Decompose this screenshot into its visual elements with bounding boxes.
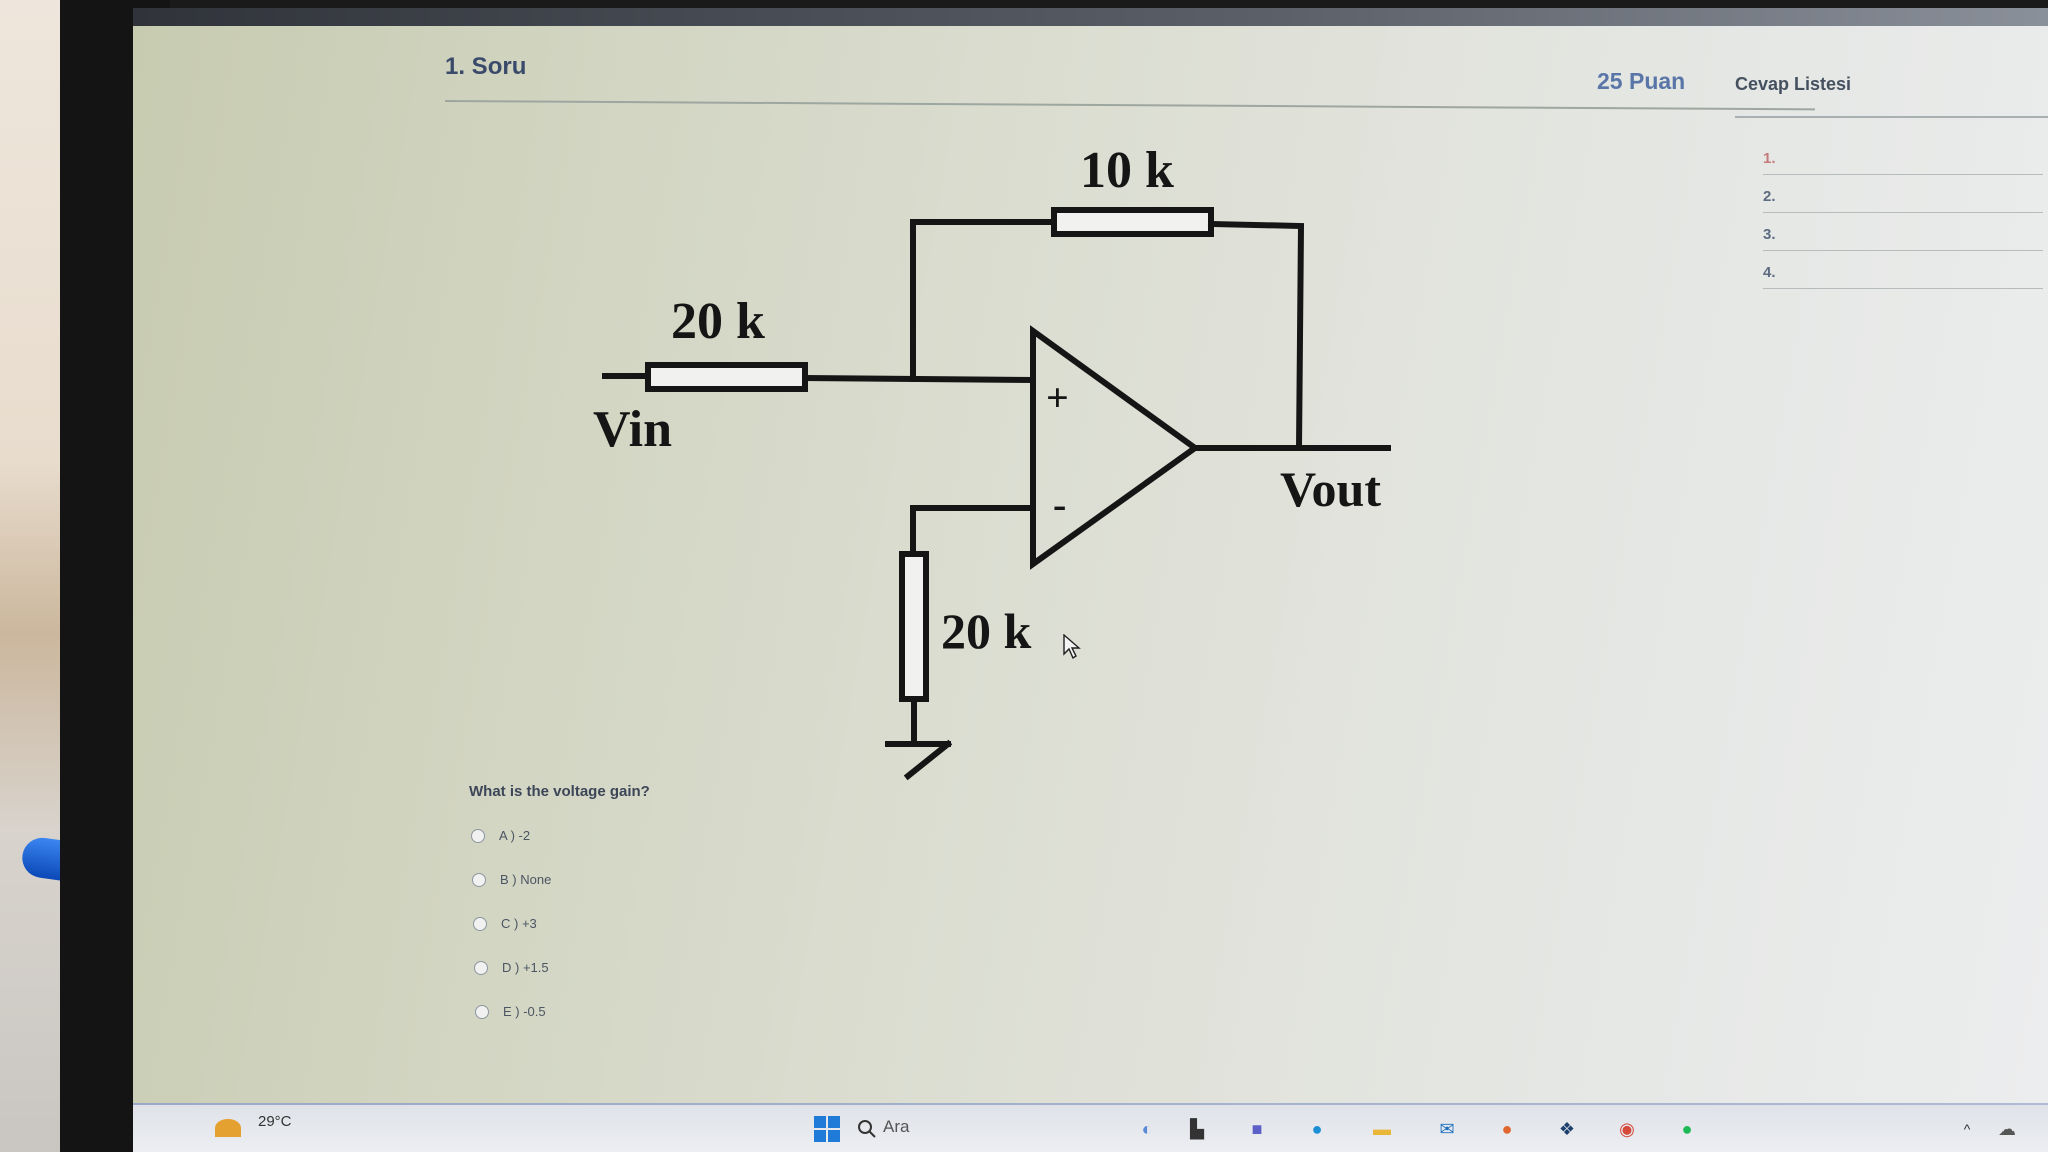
option-a[interactable]: A ) -2 [471,828,530,843]
option-e[interactable]: E ) -0.5 [475,1004,546,1019]
option-label: B ) None [500,872,552,887]
feedback-resistor-label: 10 k [1080,142,1174,199]
op-amp-triangle [1030,325,1201,570]
dropbox-icon[interactable]: ❖ [1558,1118,1576,1139]
weather-temperature[interactable]: 29°C [258,1113,292,1130]
vout-label: Vout [1280,461,1381,517]
answer-list-item-3[interactable]: 3. [1763,224,2043,251]
tray-chevron-icon[interactable]: ^ [1963,1121,1971,1137]
option-label: E ) -0.5 [503,1004,546,1019]
answer-number: 2. [1763,188,1776,205]
answer-number: 1. [1763,150,1776,167]
header-divider [444,100,1815,111]
minus-input-sign: - [1053,482,1066,527]
ground-slash [903,739,953,781]
plus-input-sign: + [1046,375,1069,420]
weather-icon[interactable] [215,1119,241,1137]
radio-button[interactable] [471,828,485,843]
teams-icon[interactable]: ■ [1251,1118,1263,1139]
task-view-icon[interactable]: ▙ [1190,1118,1204,1139]
answer-number: 3. [1763,226,1776,243]
search-label[interactable]: Ara [883,1117,910,1136]
mouse-cursor-icon [1063,634,1081,660]
firefox-icon[interactable]: ● [1501,1118,1513,1139]
input-resistor [645,362,808,392]
ground-resistor-label: 20 k [941,603,1032,659]
radio-button[interactable] [472,872,486,887]
radio-button[interactable] [475,1004,489,1019]
search-icon[interactable] [853,1115,881,1143]
folder-icon[interactable]: ▬ [1373,1118,1391,1139]
answer-list-item-2[interactable]: 2. [1763,186,2043,213]
radio-button[interactable] [473,916,487,931]
op-amp-circuit-diagram: 10 k 20 k 20 k Vin Vout + - [593,142,1391,781]
answer-list-title: Cevap Listesi [1735,74,1852,94]
option-d[interactable]: D ) +1.5 [474,960,549,975]
widgets-icon[interactable]: ◐ [1141,1118,1153,1139]
browser-top-edge [133,8,2048,26]
mail-icon[interactable]: ✉ [1439,1118,1455,1139]
cloud-icon[interactable]: ☁ [1998,1118,2016,1139]
question-number: 1. Soru [445,53,527,80]
ground-resistor [899,551,929,702]
start-icon[interactable] [813,1115,841,1143]
answer-list-divider [1735,116,2048,118]
answer-number: 4. [1763,264,1776,281]
answer-list-item-4[interactable]: 4. [1763,262,2043,289]
spotify-icon[interactable]: ● [1681,1118,1693,1139]
edge-icon[interactable]: ● [1311,1118,1323,1139]
feedback-left-wire [910,219,1057,382]
taskbar: 29°C Ara ◐ ▙ ■ ● ▬ ✉ ● ❖ ◉ ● ^ ☁ [133,1105,2048,1152]
input-resistor-label: 20 k [671,293,765,350]
chrome-icon[interactable]: ◉ [1619,1118,1635,1139]
option-label: D ) +1.5 [502,960,549,975]
option-label: C ) +3 [501,916,537,931]
feedback-right-wire [1207,220,1305,452]
option-b[interactable]: B ) None [472,872,551,887]
question-text: What is the voltage gain? [469,783,650,800]
question-points: 25 Puan [1597,68,1686,94]
answer-list-item-1[interactable]: 1. [1763,148,2043,175]
feedback-resistor [1051,207,1214,237]
vin-label: Vin [593,401,672,458]
minus-input-wire [910,505,1036,554]
option-label: A ) -2 [499,828,531,843]
input-to-plus-wire [801,374,1037,384]
radio-button[interactable] [474,960,488,975]
exam-screen: 1. Soru 25 Puan Cevap Listesi 1. 2. 3. 4… [133,8,2048,1108]
option-c[interactable]: C ) +3 [473,916,537,931]
